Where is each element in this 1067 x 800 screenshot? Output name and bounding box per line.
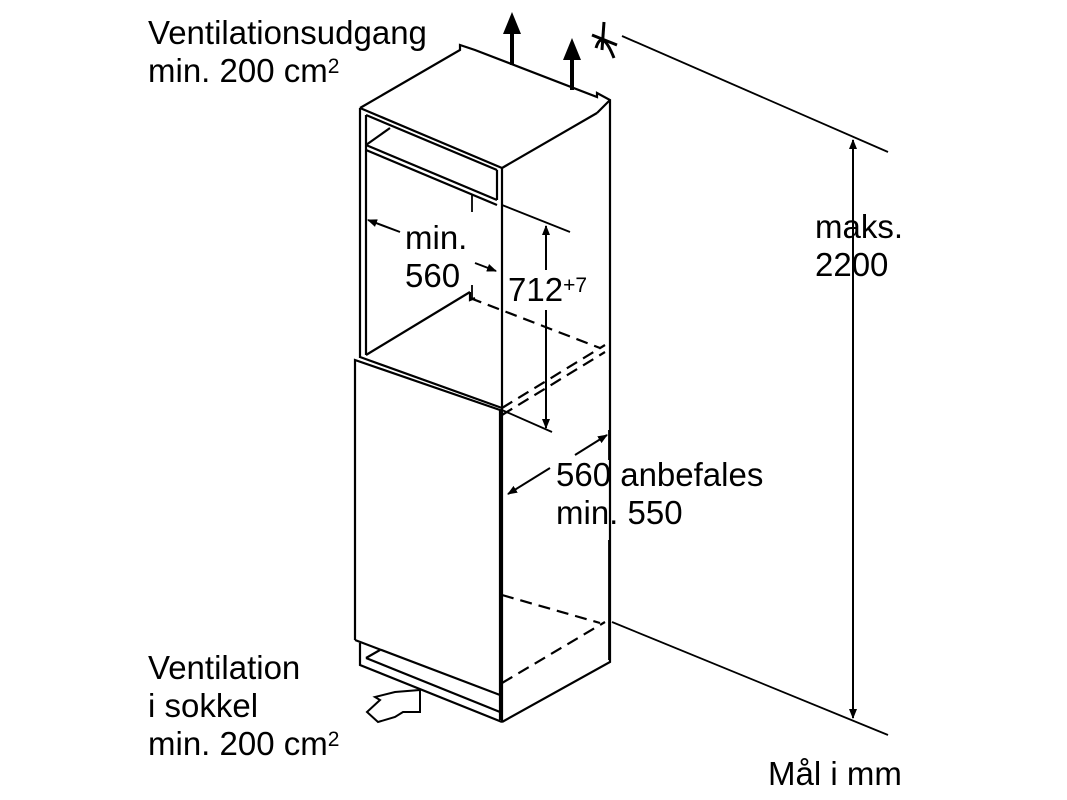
vent-out-line2: min. 200 cm [148,52,328,89]
max-height-line2: 2200 [815,246,889,283]
vent-in-line2: i sokkel [148,687,259,724]
vent-in-arrow-icon [365,688,421,724]
vent-in-line1: Ventilation [148,649,301,686]
niche-height-value: 712 [508,271,564,308]
width-arrow-left [367,219,401,233]
niche-height-tolerance: +7 [563,274,588,297]
width-min-line1: min. [405,219,468,256]
vent-in-line3: min. 200 cm [148,725,328,762]
width-arrow-right [474,262,497,272]
units-label: Mål i mm [768,755,902,792]
vent-out-arrows [503,12,581,90]
dimension-arrows [367,139,857,719]
max-height-label: maks. 2200 [815,208,903,284]
niche-height-label: 712+7 [508,271,588,309]
depth-arrow-left [507,467,551,495]
max-height-line1: maks. [815,208,904,245]
vent-in-sup: 2 [327,728,340,751]
vent-out-sup: 2 [327,55,340,78]
width-min-line2: 560 [405,257,461,294]
extension-lines [471,35,889,736]
width-min-label: min. 560 [405,219,467,295]
break-symbol-icon [591,21,618,59]
depth-arrow-right [574,434,608,456]
depth-line1: 560 anbefales [556,456,764,493]
appliance [353,355,503,724]
vent-out-line1: Ventilationsudgang [148,14,427,51]
depth-line2: min. 550 [556,494,683,531]
vent-out-label: Ventilationsudgang min. 200 cm2 [148,14,427,90]
depth-label: 560 anbefales min. 550 [556,456,763,532]
dashed-hidden-lines [469,296,606,684]
cabinet-outline [358,43,612,723]
vent-in-label: Ventilation i sokkel min. 200 cm2 [148,649,339,763]
